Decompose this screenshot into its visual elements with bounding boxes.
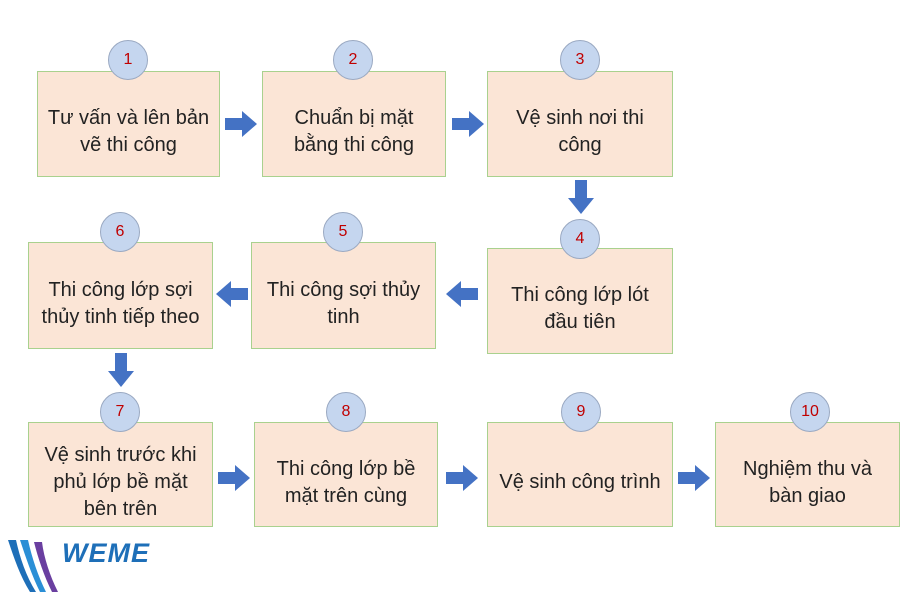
weme-logo-icon: [8, 540, 58, 592]
step-number-badge-3: 3: [560, 40, 600, 80]
step-number-badge-9: 9: [561, 392, 601, 432]
arrow-right-9-to-10-icon: [678, 465, 710, 491]
step-label-6: Thi công lớp sợi thủy tinh tiếp theo: [41, 278, 200, 328]
step-number-badge-8: 8: [326, 392, 366, 432]
step-number-badge-6: 6: [100, 212, 140, 252]
step-number-badge-2: 2: [333, 40, 373, 80]
step-label-7: Vệ sinh trước khi phủ lớp bề mặt bên trê…: [44, 444, 197, 520]
step-box-6: Thi công lớp sợi thủy tinh tiếp theo: [28, 242, 213, 349]
step-label-5: Thi công sợi thủy tinh: [266, 278, 421, 328]
step-number-badge-5: 5: [323, 212, 363, 252]
arrow-down-3-to-4-icon: [568, 180, 594, 214]
step-label-10: Nghiệm thu và bàn giao: [743, 457, 872, 507]
step-number-badge-4: 4: [560, 219, 600, 259]
step-label-2: Chuẩn bị mặt bằng thi công: [293, 107, 415, 156]
step-box-7: Vệ sinh trước khi phủ lớp bề mặt bên trê…: [28, 422, 213, 527]
arrow-right-2-to-3-icon: [452, 111, 484, 137]
step-box-9: Vệ sinh công trình: [487, 422, 673, 527]
step-box-2: Chuẩn bị mặt bằng thi công: [262, 71, 446, 177]
arrow-left-5-to-6-icon: [216, 281, 248, 307]
arrow-right-8-to-9-icon: [446, 465, 478, 491]
step-box-8: Thi công lớp bề mặt trên cùng: [254, 422, 438, 527]
step-number-badge-7: 7: [100, 392, 140, 432]
step-number-badge-10: 10: [790, 392, 830, 432]
arrow-down-6-to-7-icon: [108, 353, 134, 387]
step-box-3: Vệ sinh nơi thi công: [487, 71, 673, 177]
step-label-3: Vệ sinh nơi thi công: [516, 107, 644, 156]
step-box-1: Tư vấn và lên bản vẽ thi công: [37, 71, 220, 177]
step-number-badge-1: 1: [108, 40, 148, 80]
step-label-8: Thi công lớp bề mặt trên cùng: [276, 457, 416, 507]
arrow-right-7-to-8-icon: [218, 465, 250, 491]
arrow-left-4-to-5-icon: [446, 281, 478, 307]
step-label-4: Thi công lớp lót đầu tiên: [511, 284, 649, 333]
step-box-5: Thi công sợi thủy tinh: [251, 242, 436, 349]
weme-logo-text: WEME: [62, 538, 150, 568]
step-label-9: Vệ sinh công trình: [499, 471, 661, 493]
arrow-right-1-to-2-icon: [225, 111, 257, 137]
step-label-1: Tư vấn và lên bản vẽ thi công: [47, 107, 210, 156]
step-box-10: Nghiệm thu và bàn giao: [715, 422, 900, 527]
step-box-4: Thi công lớp lót đầu tiên: [487, 248, 673, 354]
